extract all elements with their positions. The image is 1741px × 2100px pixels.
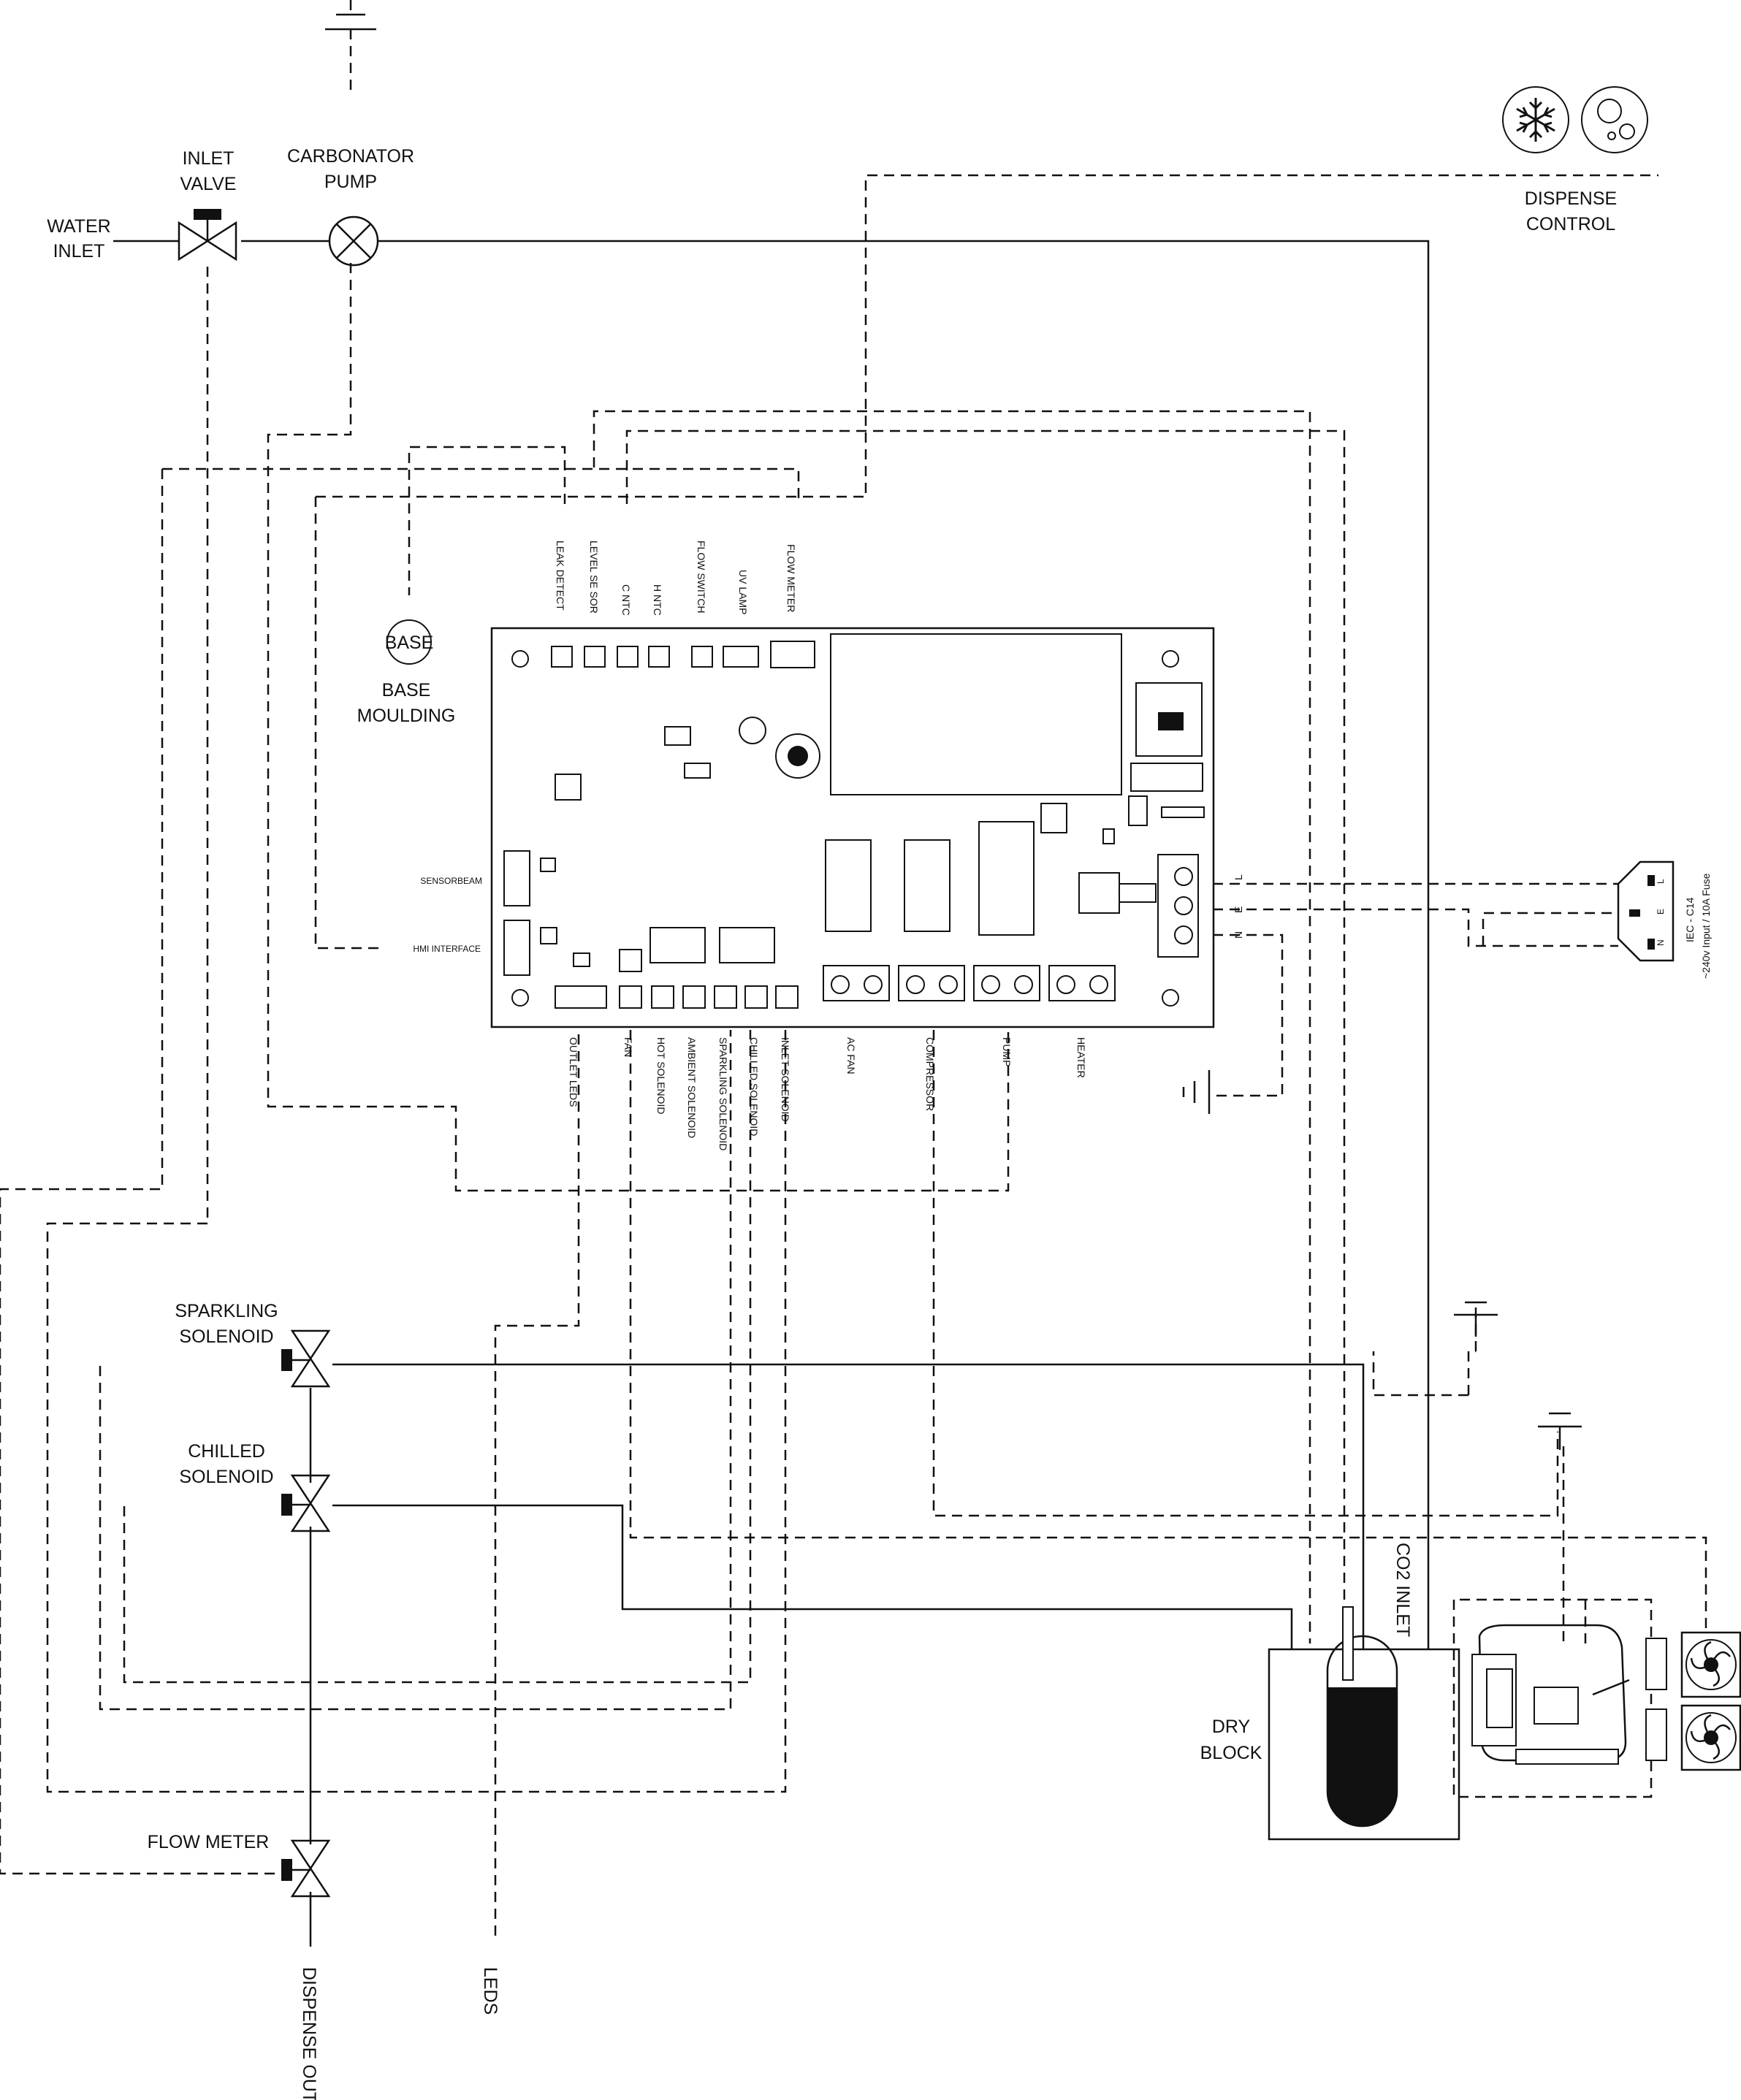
label-level-sensor: LEVEL SE SOR [588, 541, 600, 614]
ground-icon [1454, 1301, 1498, 1337]
label-pump: PUMP [1001, 1037, 1013, 1066]
screw-terminal-row [823, 965, 1116, 1001]
label-inlet-solenoid: INLET SOLENOID [780, 1037, 791, 1122]
resistor [1645, 1638, 1667, 1690]
label-flow-switch: FLOW SWITCH [696, 541, 707, 614]
label-heater: HEATER [1075, 1037, 1087, 1078]
label-sparkling-solenoid-port: SPARKLING SOLENOID [717, 1037, 729, 1150]
mains-label-n: N [1233, 931, 1244, 939]
chilled-solenoid-valve-icon [281, 1474, 331, 1532]
dry-block-label-line1: DRY [1212, 1717, 1251, 1737]
relay [825, 839, 872, 932]
water-inlet-label-line2: INLET [53, 241, 105, 261]
mains-label-e: E [1233, 906, 1244, 913]
relay [904, 839, 950, 932]
signal-wires [0, 29, 1707, 1936]
control-board [490, 627, 1215, 1028]
snowflake-icon [1502, 86, 1569, 153]
label-ac-fan: AC FAN [845, 1037, 857, 1074]
iec-pin-e: E [1656, 909, 1666, 915]
iec-spec-line2: ~240v Input / 10A Fuse [1700, 873, 1712, 979]
label-compressor-port: COMPRESSOR [924, 1037, 936, 1111]
sparkling-solenoid-label-line1: SPARKLING [175, 1301, 278, 1321]
top-connector-row [551, 641, 815, 668]
water-inlet-label-line1: WATER [47, 216, 111, 237]
flow-meter-label: FLOW METER [148, 1832, 270, 1852]
dispense-out-label: DISPENSE OUT [299, 1967, 319, 2100]
label-hot-solenoid: HOT SOLENOID [655, 1037, 667, 1115]
ground-icon [325, 0, 376, 31]
sensorbeam-connector [503, 850, 530, 906]
water-pipes [113, 240, 1430, 1947]
base-moulding-icon: BASE [385, 619, 434, 665]
label-uv-lamp: UV LAMP [737, 570, 749, 614]
label-fan: FAN [622, 1037, 634, 1057]
label-h-ntc: H NTC [652, 584, 663, 616]
dry-block-label-line2: BLOCK [1200, 1743, 1262, 1763]
sparkling-solenoid-label-line2: SOLENOID [179, 1326, 273, 1347]
display-window [830, 633, 1122, 795]
inlet-valve-label-line1: INLET [183, 148, 235, 169]
iec-pin-n: N [1656, 939, 1666, 946]
relay [978, 821, 1035, 936]
bubbles-icon [1581, 86, 1648, 153]
dispense-control-label-line2: CONTROL [1526, 214, 1615, 234]
dry-block-icon [1268, 1606, 1460, 1841]
label-sensorbeam: SENSORBEAM [420, 876, 482, 886]
carbonator-pump-icon [328, 215, 379, 267]
base-badge-label: BASE [385, 633, 434, 653]
label-flow-meter-port: FLOW METER [785, 544, 797, 612]
compressor-icon [1471, 1624, 1630, 1765]
leds-label: LEDS [480, 1967, 500, 2015]
fan-icon [1680, 1704, 1741, 1771]
mains-label-l: L [1233, 874, 1244, 880]
hmi-connector [503, 920, 530, 976]
sparkling-solenoid-valve-icon [281, 1329, 331, 1388]
iec-c14-inlet-icon [1617, 860, 1675, 962]
bottom-connector-row [555, 949, 799, 1009]
inlet-valve-icon [178, 209, 237, 261]
co2-inlet-label: CO2 INLET [1393, 1543, 1413, 1637]
resistor [1645, 1708, 1667, 1761]
base-moulding-label-line1: BASE [382, 680, 431, 700]
iec-spec-line1: IEC - C14 [1684, 897, 1696, 942]
carbonator-pump-label-line1: CARBONATOR [287, 146, 414, 167]
flow-meter-valve-icon [281, 1839, 331, 1898]
ground-icon [1182, 1070, 1211, 1114]
chilled-solenoid-label-line2: SOLENOID [179, 1467, 273, 1487]
label-chilled-solenoid-port: CHILLED SOLENOID [748, 1037, 760, 1136]
fan-icon [1680, 1631, 1741, 1698]
dispense-control-label-line1: DISPENSE [1525, 188, 1617, 209]
ground-icon [1538, 1412, 1582, 1450]
iec-pin-l: L [1656, 879, 1666, 884]
board-bottom-labels: OUTLET LEDS FAN HOT SOLENOID AMBIENT SOL… [568, 1037, 1087, 1150]
base-moulding-label-line2: MOULDING [357, 706, 456, 726]
label-c-ntc: C NTC [620, 584, 632, 616]
label-ambient-solenoid: AMBIENT SOLENOID [686, 1037, 698, 1138]
label-leak-detect: LEAK DETECT [555, 541, 566, 611]
chilled-solenoid-label-line1: CHILLED [188, 1441, 265, 1462]
label-outlet-leds: OUTLET LEDS [568, 1037, 579, 1107]
inlet-valve-label-line2: VALVE [180, 174, 237, 194]
board-top-labels: LEAK DETECT LEVEL SE SOR C NTC H NTC FLO… [555, 541, 797, 616]
carbonator-pump-label-line2: PUMP [324, 172, 377, 192]
label-hmi-interface: HMI INTERFACE [413, 944, 481, 954]
